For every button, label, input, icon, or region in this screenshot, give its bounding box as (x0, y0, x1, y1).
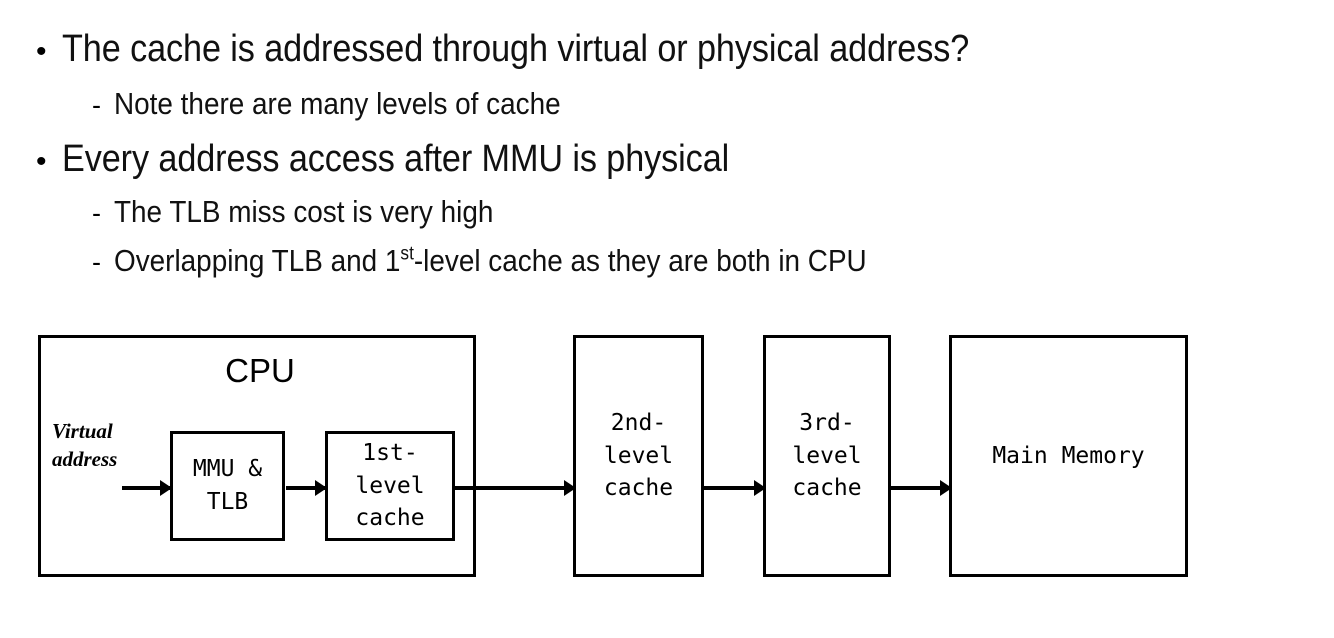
bullet-marker-dash: - (92, 198, 101, 228)
arrow-second-level-to-third-level (703, 486, 764, 490)
virtual-address-label: Virtual address (52, 419, 118, 472)
bullet-marker-dash: - (92, 247, 101, 277)
bullet-text-3: Every address access after MMU is physic… (62, 138, 730, 180)
third-level-cache-box: 3rd- level cache (763, 335, 891, 577)
second-level-cache-label: 2nd- level cache (603, 410, 674, 502)
mmu-tlb-label: MMU & TLB (192, 456, 263, 515)
bullet-marker-dash: - (92, 90, 101, 120)
bullet-text-5: Overlapping TLB and 1st-level cache as t… (114, 243, 867, 278)
bullet-text-5-suffix: -level cache as they are both in CPU (413, 243, 867, 278)
second-level-cache-box: 2nd- level cache (573, 335, 704, 577)
cpu-title-label: CPU (225, 352, 295, 389)
main-memory-box: Main Memory (949, 335, 1188, 577)
bullet-text-1: The cache is addressed through virtual o… (62, 28, 970, 70)
bullet-text-5-prefix: Overlapping TLB and 1 (114, 243, 401, 278)
arrow-third-level-to-main-memory (890, 486, 950, 490)
third-level-cache-label: 3rd- level cache (792, 410, 862, 502)
arrow-mmu-to-first-level-cache (286, 486, 325, 490)
main-memory-label: Main Memory (992, 442, 1145, 469)
bullet-marker-dot: • (36, 145, 47, 178)
first-level-cache-label: 1st- level cache (355, 440, 425, 532)
bullet-marker-dot: • (36, 35, 47, 68)
bullet-text-4: The TLB miss cost is very high (114, 194, 494, 229)
arrow-first-level-to-second-level (455, 486, 574, 490)
bullet-item-1: • The cache is addressed through virtual… (36, 28, 1070, 70)
first-level-cache-box: 1st- level cache (325, 431, 455, 541)
bullet-text-5-superscript: st (400, 243, 414, 265)
mmu-tlb-box: MMU & TLB (170, 431, 285, 541)
arrow-virtual-address-to-mmu (122, 486, 170, 490)
bullet-item-5: - Overlapping TLB and 1st-level cache as… (92, 243, 950, 278)
bullet-item-3: • Every address access after MMU is phys… (36, 138, 803, 180)
bullet-text-2: Note there are many levels of cache (114, 86, 561, 121)
bullet-item-4: - The TLB miss cost is very high (92, 194, 536, 229)
bullet-item-2: - Note there are many levels of cache (92, 86, 610, 121)
